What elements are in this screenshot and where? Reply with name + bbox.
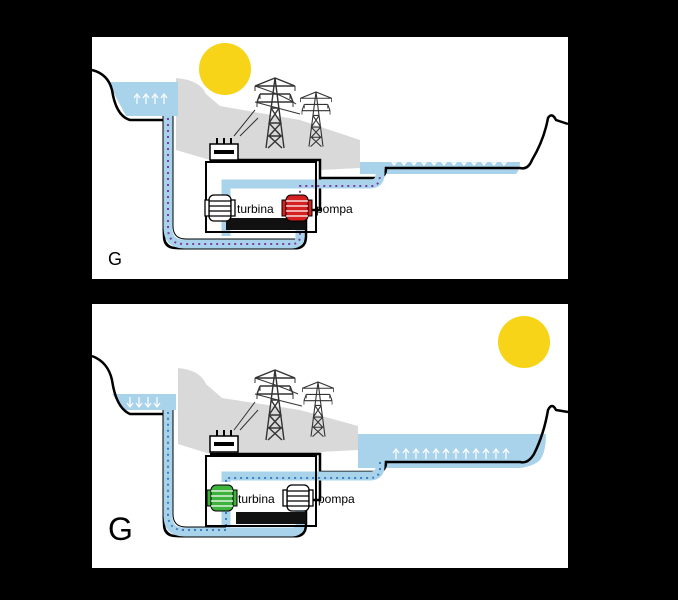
panel-pumping: turbina pompa G <box>91 37 569 279</box>
panel-letter: G <box>108 249 122 269</box>
upper-reservoir <box>108 82 178 116</box>
panel-generating: turbina pompa G <box>91 304 569 568</box>
flow-arrow-icon <box>167 412 381 531</box>
powerhouse: turbina pompa <box>204 138 353 233</box>
sun-icon <box>199 43 251 95</box>
pylon-icon <box>233 369 335 441</box>
transformer-icon <box>209 138 239 161</box>
turbine-label: turbina <box>238 492 275 506</box>
powerhouse: turbina pompa <box>205 430 355 527</box>
pump-label: pompa <box>318 492 355 506</box>
pump-icon <box>281 194 313 222</box>
transformer-icon <box>209 430 239 453</box>
upper-reservoir <box>112 394 176 410</box>
turbine-icon <box>204 194 236 222</box>
flow-arrow-icon <box>167 118 381 245</box>
turbine-label: turbina <box>237 202 274 216</box>
turbine-icon <box>206 484 238 512</box>
pump-label: pompa <box>316 202 353 216</box>
lower-reservoir <box>358 434 546 468</box>
penstock <box>163 116 385 249</box>
sun-icon <box>498 316 550 368</box>
panel-letter: G <box>108 511 133 547</box>
pylon-icon <box>233 77 333 149</box>
pump-icon <box>282 484 314 512</box>
